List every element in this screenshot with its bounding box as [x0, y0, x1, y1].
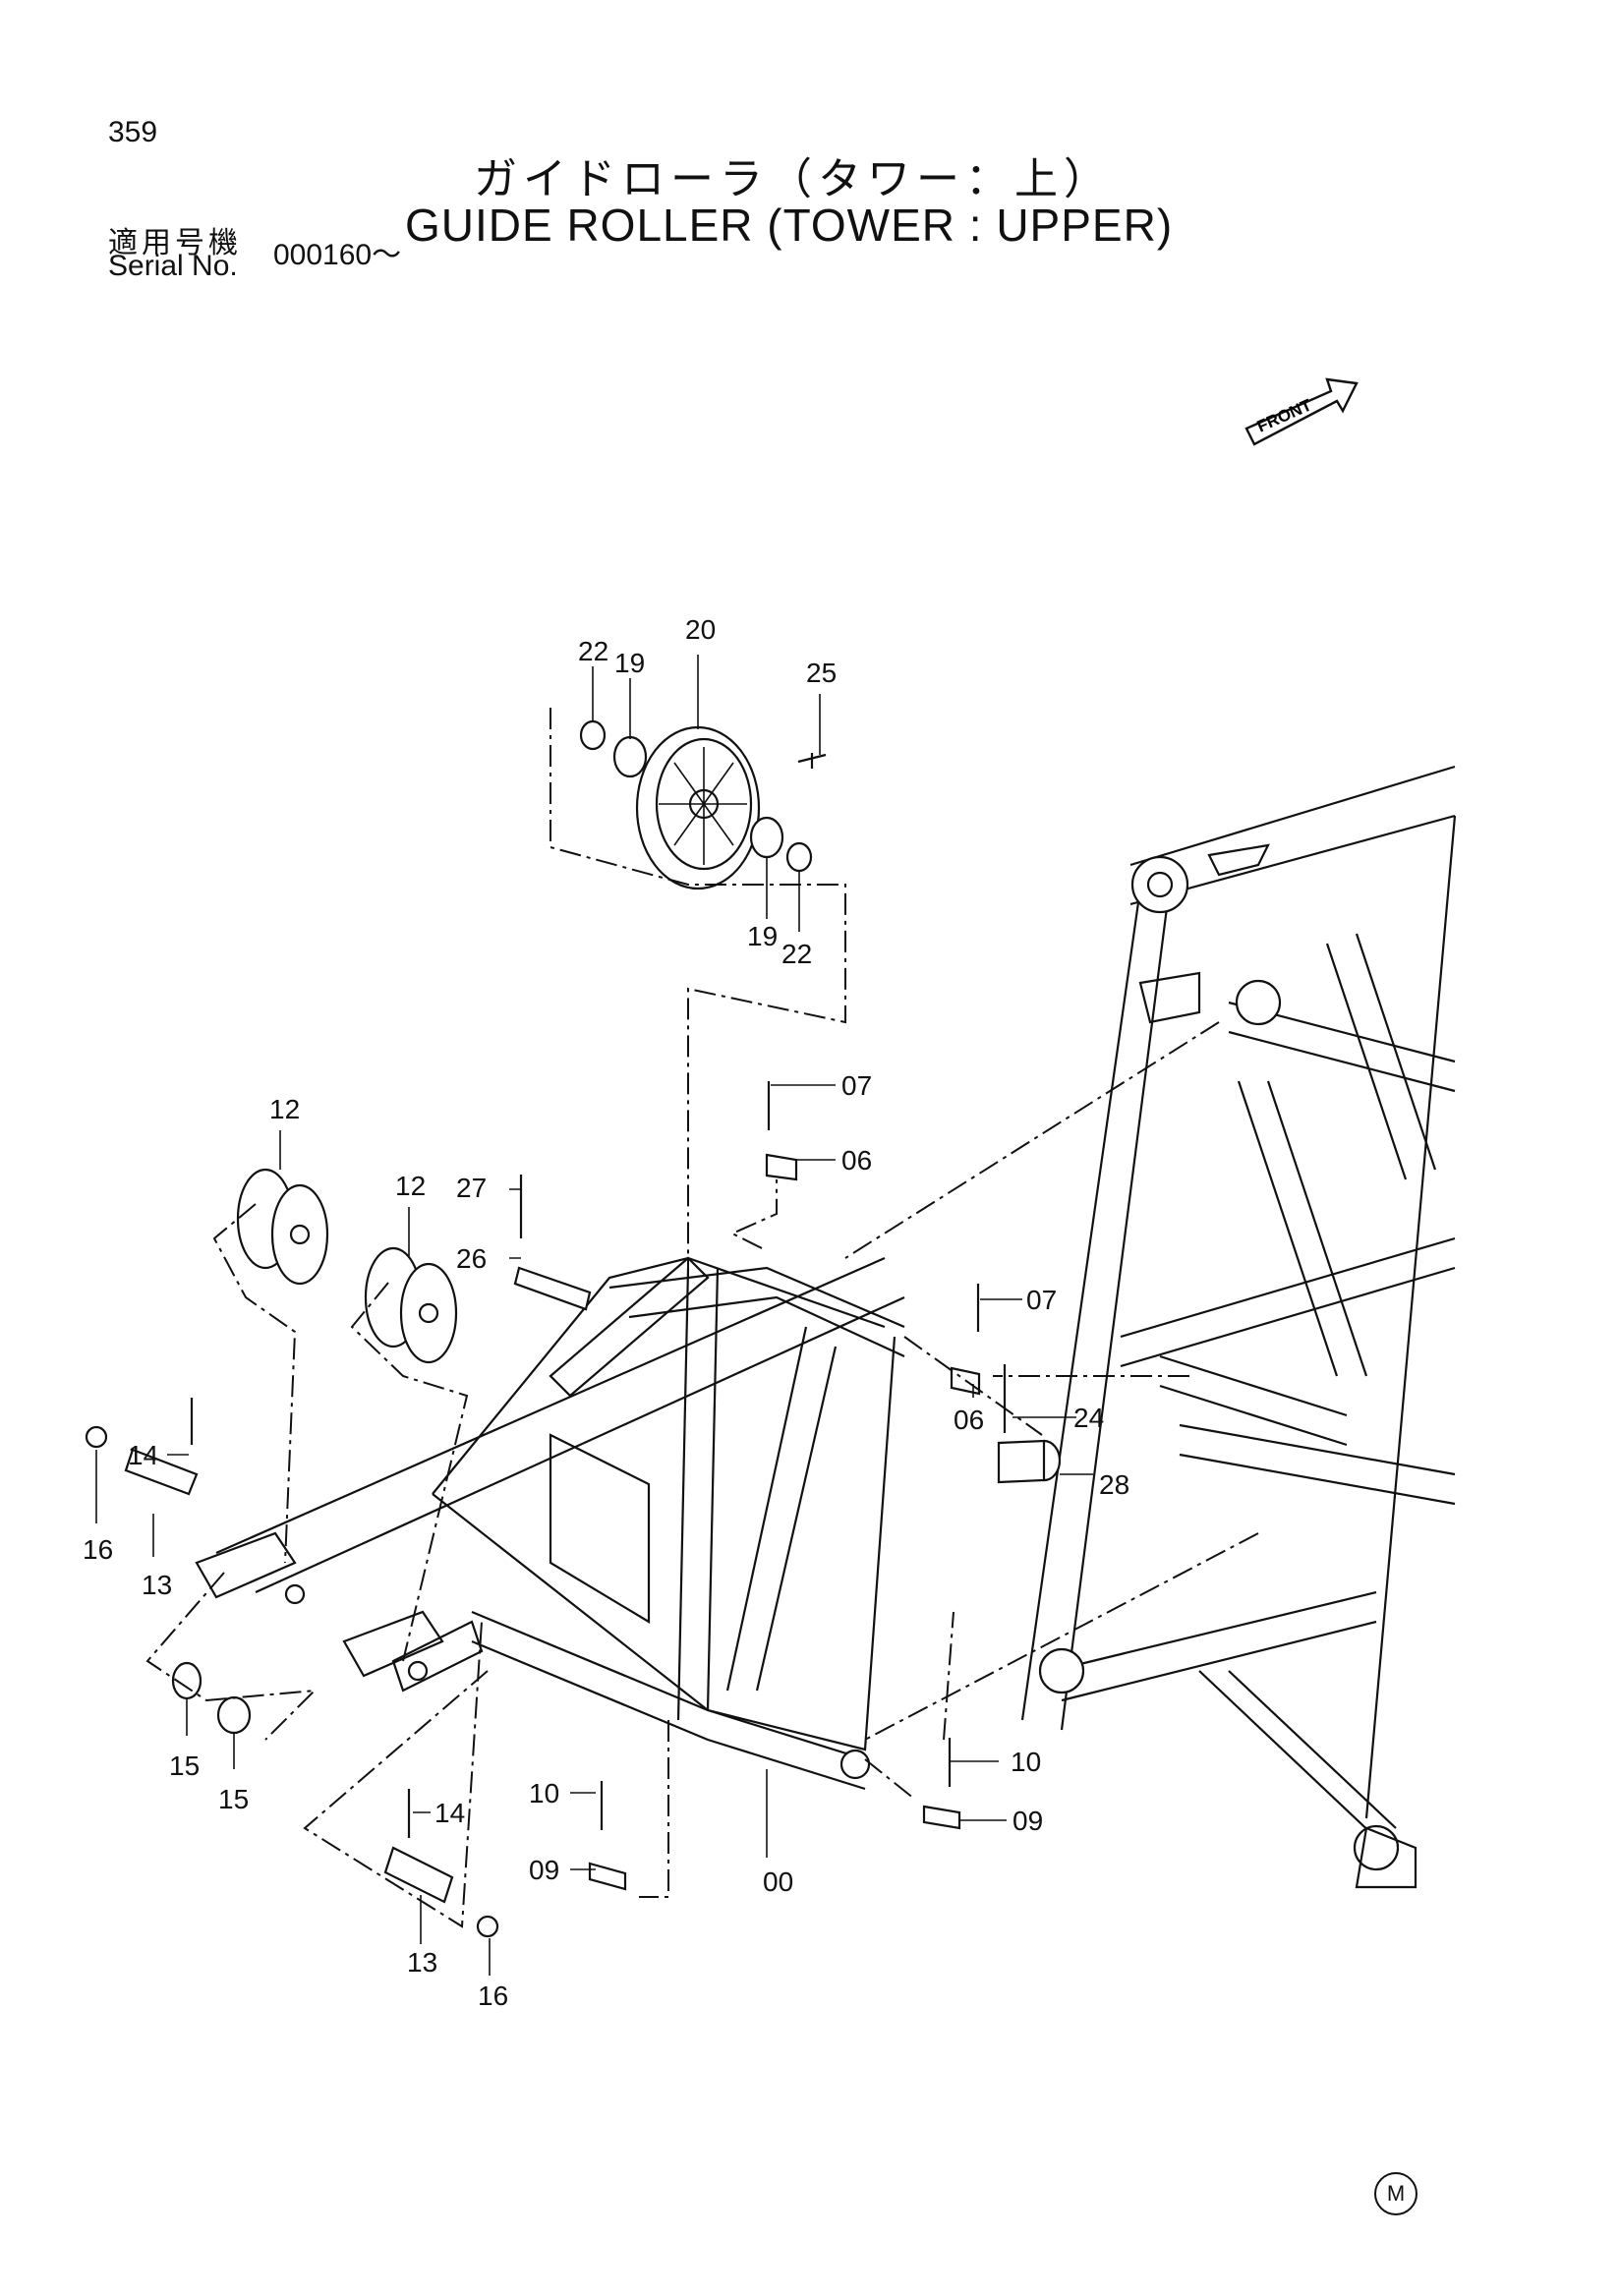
callout-labels: 22 19 20 25 19 22 07 06 12 12 27 26 07 0…	[83, 614, 1129, 2011]
front-label: FRONT	[1254, 395, 1315, 435]
callout-16-bottom: 16	[478, 1980, 508, 2011]
hardware-parts	[85, 1081, 1062, 1938]
callout-25: 25	[806, 658, 837, 688]
leader-lines	[95, 655, 1093, 1976]
callout-06-right: 06	[954, 1405, 984, 1435]
callout-13-left: 13	[142, 1570, 172, 1600]
side-roller-right	[364, 1246, 458, 1364]
callout-07-top: 07	[841, 1070, 872, 1101]
guide-roller-frame	[195, 1256, 905, 1791]
callout-12-right: 12	[395, 1171, 426, 1201]
callout-13-bottom: 13	[407, 1947, 437, 1978]
callout-24: 24	[1073, 1403, 1104, 1433]
callout-09-right: 09	[1012, 1806, 1043, 1836]
title-japanese: ガイドローラ（タワー：上）	[474, 154, 1113, 204]
front-arrow-icon: FRONT	[1244, 377, 1359, 446]
maker-mark-icon: M	[1374, 2172, 1418, 2215]
callout-09-left: 09	[529, 1855, 559, 1885]
callout-19-top: 19	[614, 648, 645, 678]
callout-26: 26	[456, 1243, 487, 1274]
callout-14-left: 14	[128, 1440, 158, 1470]
side-roller-left	[236, 1168, 329, 1286]
callout-06-top: 06	[841, 1145, 872, 1176]
callout-07-right: 07	[1026, 1285, 1057, 1315]
callout-10-right: 10	[1011, 1747, 1041, 1777]
callout-16-left: 16	[83, 1534, 113, 1565]
callout-15-right: 15	[218, 1784, 249, 1814]
callout-22-bottom: 22	[781, 939, 812, 969]
callout-12-left: 12	[269, 1094, 300, 1124]
callout-20: 20	[685, 614, 716, 645]
exploded-parts-diagram: 22 19 20 25 19 22 07 06 12 12 27 26 07 0…	[83, 614, 1457, 2011]
upper-roller-assembly	[579, 719, 827, 890]
callout-14-bottom: 14	[434, 1798, 465, 1828]
callout-15-left: 15	[169, 1751, 200, 1781]
callout-22-top: 22	[578, 636, 608, 666]
callout-10-left: 10	[529, 1778, 559, 1808]
callout-28: 28	[1099, 1469, 1129, 1500]
callout-19-bottom: 19	[747, 921, 778, 951]
serial-value: 000160～	[273, 239, 402, 271]
serial-label-english: Serial No.	[108, 250, 238, 282]
assembly-dash-lines	[145, 708, 1259, 1928]
title-english: GUIDE ROLLER (TOWER : UPPER)	[405, 200, 1174, 251]
callout-27: 27	[456, 1173, 487, 1203]
page-number: 359	[108, 116, 158, 148]
tower-frame	[1020, 765, 1457, 1889]
serial-label-japanese: 適用号機	[108, 226, 242, 260]
callout-00: 00	[763, 1866, 793, 1897]
